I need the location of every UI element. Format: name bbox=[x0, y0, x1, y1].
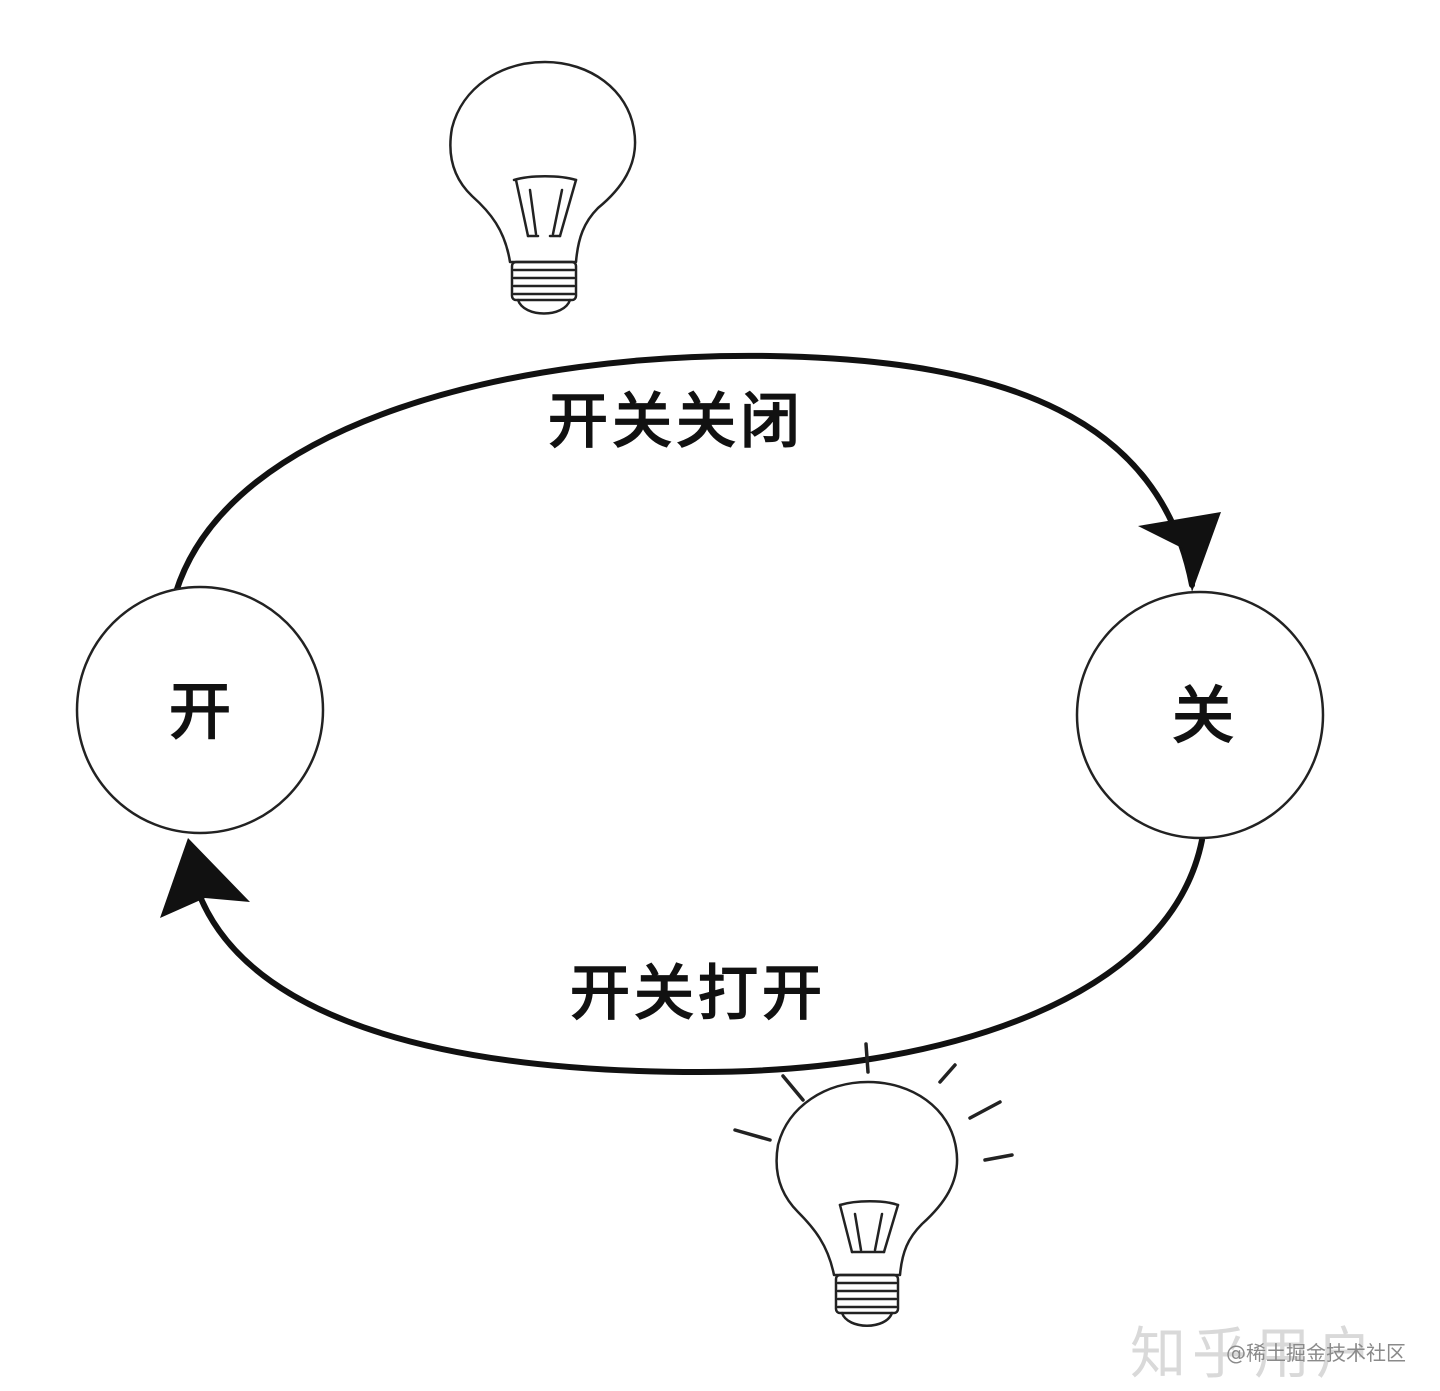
edge-turn-on-arrowhead bbox=[160, 838, 250, 918]
edge-turn-off-line bbox=[173, 352, 1195, 595]
node-on-label: 开 bbox=[168, 675, 232, 748]
edge-turn-off-arrowhead bbox=[1138, 512, 1221, 592]
node-off-label: 关 bbox=[1171, 679, 1235, 752]
light-ray bbox=[968, 1100, 1002, 1120]
edge-turn-on-label: 开关打开 bbox=[570, 959, 826, 1029]
light-ray bbox=[781, 1074, 805, 1102]
node-off-circle bbox=[1075, 590, 1325, 840]
node-on-circle bbox=[75, 585, 325, 835]
watermark-primary: 知乎用户 bbox=[1130, 1322, 1378, 1387]
light-ray bbox=[938, 1063, 957, 1084]
edge-turn-on-line bbox=[185, 837, 1205, 1076]
light-ray bbox=[864, 1042, 870, 1074]
lightbulb-off-icon bbox=[449, 60, 637, 315]
lightbulb-on-icon bbox=[733, 1042, 1014, 1327]
edge-turn-off-label: 开关关闭 bbox=[548, 387, 804, 457]
light-ray bbox=[733, 1128, 772, 1142]
watermark-secondary: @稀土掘金技术社区 bbox=[1226, 1341, 1406, 1365]
light-ray bbox=[983, 1153, 1014, 1162]
